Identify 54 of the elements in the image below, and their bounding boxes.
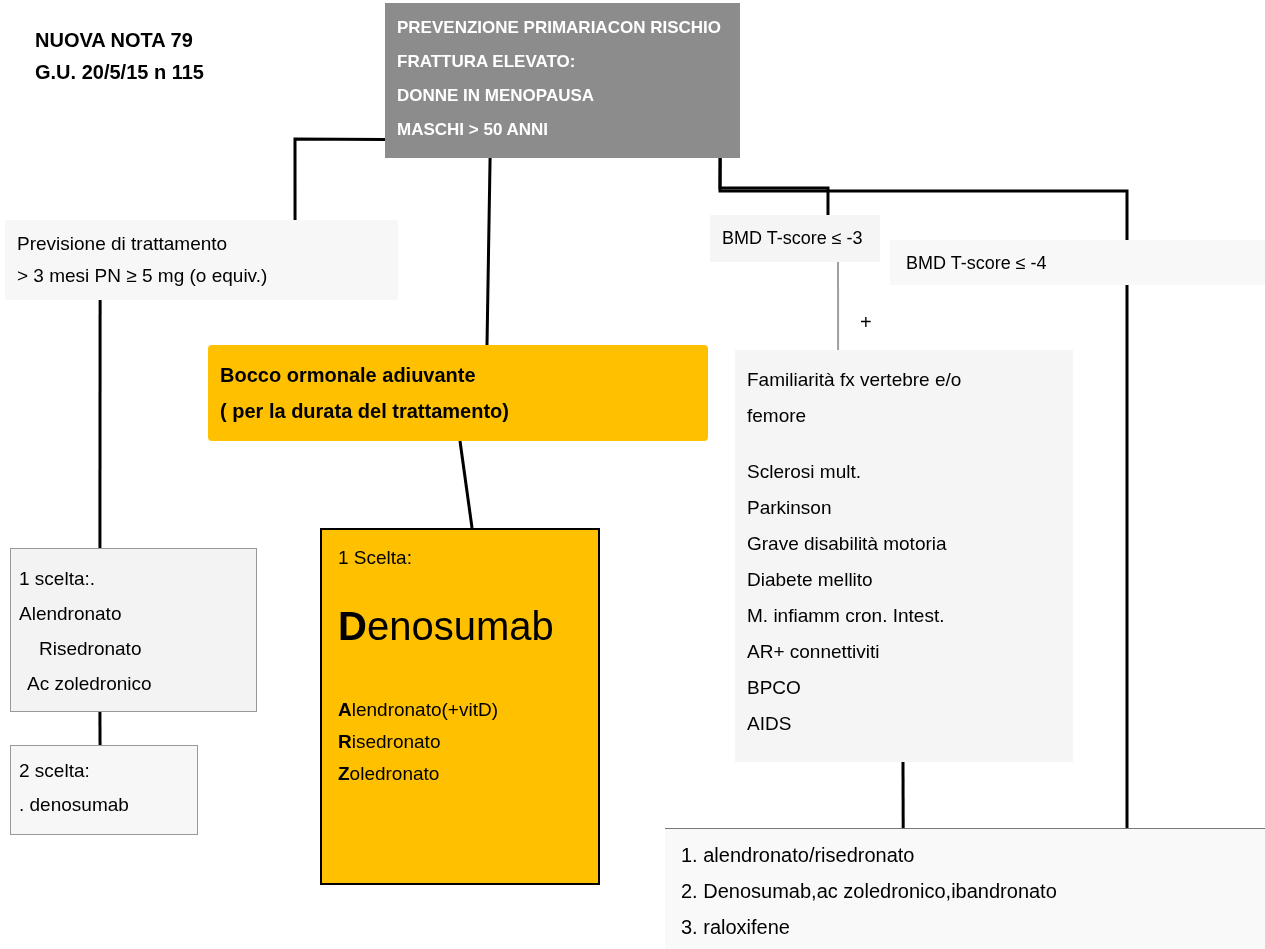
connector-line — [98, 300, 102, 548]
therapy-box — [208, 345, 708, 441]
connector-line — [1125, 285, 1129, 828]
drug-text: Ac zoledronico — [26, 672, 153, 696]
risk-factor-text: M. infiamm cron. Intest. — [747, 604, 946, 628]
drug-text: Alendronato(+vitD) — [338, 698, 499, 722]
criterion-box — [890, 240, 1265, 285]
condition-box — [5, 220, 398, 300]
condition-text: Previsione di trattamento — [17, 232, 229, 256]
note-reference: G.U. 20/5/15 n 115 — [35, 60, 204, 85]
risk-factor-box — [735, 350, 1073, 762]
header-text: DONNE IN MENOPAUSA — [397, 85, 596, 107]
drug-list-item: 1. alendronato/risedronato — [681, 843, 916, 868]
risk-factor-text: Parkinson — [747, 496, 833, 520]
connector-line — [718, 158, 1129, 240]
plus-sign: + — [860, 310, 872, 335]
drug-text: Zoledronato — [338, 762, 441, 786]
connector-line — [485, 157, 492, 346]
drug-choice-box — [320, 528, 600, 885]
risk-factor-text: AR+ connettiviti — [747, 640, 881, 664]
connector-line — [98, 712, 102, 745]
criterion-text: BMD T-score ≤ -3 — [722, 227, 864, 250]
risk-factor-text: Familiarità fx vertebre e/o femore — [747, 368, 962, 428]
criterion-text: BMD T-score ≤ -4 — [906, 252, 1048, 275]
risk-factor-text: Diabete mellito — [747, 568, 874, 592]
drug-text: 2 scelta: — [19, 759, 91, 783]
risk-factor-text: Grave disabilità motoria — [747, 532, 948, 556]
risk-factor-text: Sclerosi mult. — [747, 460, 863, 484]
drug-list-box — [665, 828, 1265, 949]
note-title: NUOVA NOTA 79 — [35, 28, 193, 53]
connector-line — [293, 137, 385, 220]
header-box — [385, 3, 740, 158]
connector-line — [901, 762, 905, 828]
header-text: PREVENZIONE PRIMARIACON RISCHIO FRATTURA ELEVATO: — [397, 17, 722, 73]
drug-text: . denosumab — [19, 793, 130, 817]
connector-line — [458, 440, 474, 529]
drug-text: 1 scelta:. — [19, 567, 97, 591]
risk-factor-text: AIDS — [747, 712, 793, 736]
condition-text: > 3 mesi PN ≥ 5 mg (o equiv.) — [17, 264, 269, 288]
drug-list-item: 3. raloxifene — [681, 915, 791, 940]
drug-text: Risedronato — [38, 637, 143, 661]
drug-text: Denosumab — [338, 603, 555, 650]
therapy-text: Bocco ormonale adiuvante — [220, 363, 477, 388]
drug-choice-box — [10, 745, 198, 835]
drug-text: 1 Scelta: — [338, 546, 413, 570]
drug-list-item: 2. Denosumab,ac zoledronico,ibandronato — [681, 879, 1058, 904]
drug-text: Alendronato — [19, 602, 123, 626]
header-text: MASCHI > 50 ANNI — [397, 119, 549, 141]
drug-text: Risedronato — [338, 730, 442, 754]
drug-choice-box — [10, 548, 257, 712]
connector-line — [837, 261, 840, 351]
criterion-box — [710, 215, 880, 262]
risk-factor-text: BPCO — [747, 676, 802, 700]
therapy-text: ( per la durata del trattamento) — [220, 399, 510, 424]
